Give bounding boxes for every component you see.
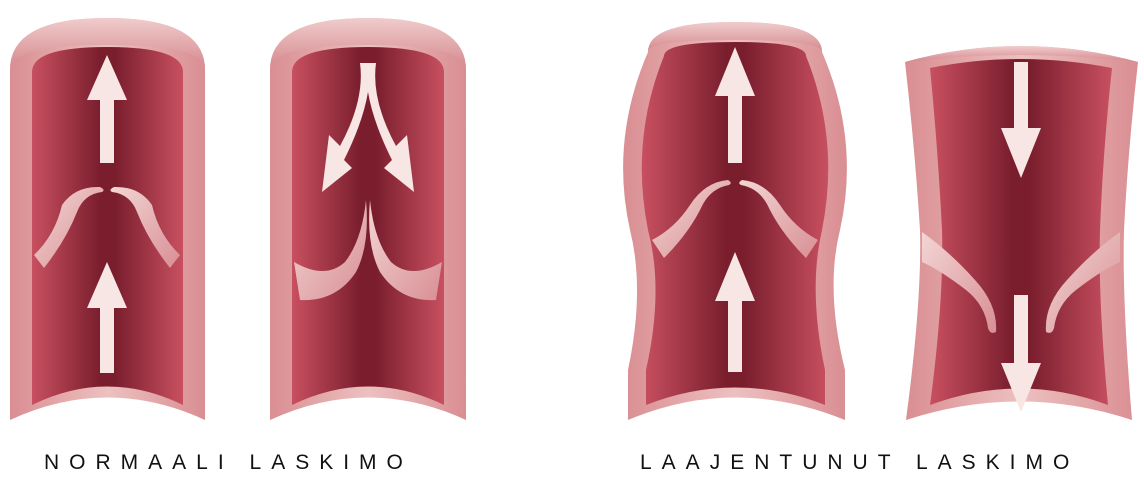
vein-lumen <box>292 47 444 405</box>
caption-dilated-vein: LAAJENTUNUT LASKIMO <box>640 452 1079 473</box>
dilated-vein-open <box>623 22 847 420</box>
dilated-vein-leaky <box>905 46 1138 420</box>
normal-vein-open <box>10 18 205 420</box>
caption-normal-vein: NORMAALI LASKIMO <box>44 452 413 473</box>
normal-vein-closed <box>270 18 466 420</box>
